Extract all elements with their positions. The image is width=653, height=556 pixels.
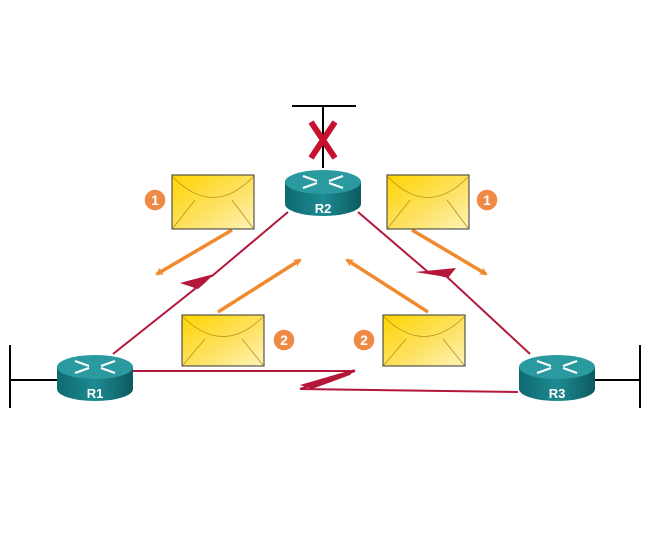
step-badge-label: 1 [483,192,491,208]
serial-links [112,211,531,393]
step-badge-label: 2 [360,332,368,348]
step-badge: 2 [352,328,376,352]
step-badge-label: 1 [151,192,159,208]
arrow-r2-to-r1 [155,228,233,276]
router-label: R2 [315,201,332,216]
step-badge: 2 [272,328,296,352]
lan-r3 [592,345,641,408]
router-arrows-icon [74,360,116,374]
envelope-icon [382,314,466,367]
router-label: R3 [549,386,566,401]
envelope-icon [181,314,265,367]
arrow-r2-to-r3 [411,228,488,276]
arrow-r1-to-r2 [217,258,302,314]
lan-r1 [9,345,60,408]
serial-zigzag-icon [300,369,355,389]
step-badge-label: 2 [280,332,288,348]
router-arrows-icon [536,360,578,374]
router-r3[interactable]: R3 [519,355,595,401]
router-r2[interactable]: R2 [285,170,361,216]
serial-zigzag-icon [415,268,456,278]
link-failure-x-icon [308,120,338,160]
envelope-icon [171,174,255,230]
arrow-r3-to-r2 [345,258,429,314]
step-badge: 1 [475,188,499,212]
step-badge: 1 [143,188,167,212]
router-arrows-icon [302,175,344,189]
envelope-icon [386,174,470,230]
update-arrows [155,228,488,314]
router-label: R1 [87,386,104,401]
serial-zigzag-icon [180,274,214,289]
router-r1[interactable]: R1 [57,355,133,401]
